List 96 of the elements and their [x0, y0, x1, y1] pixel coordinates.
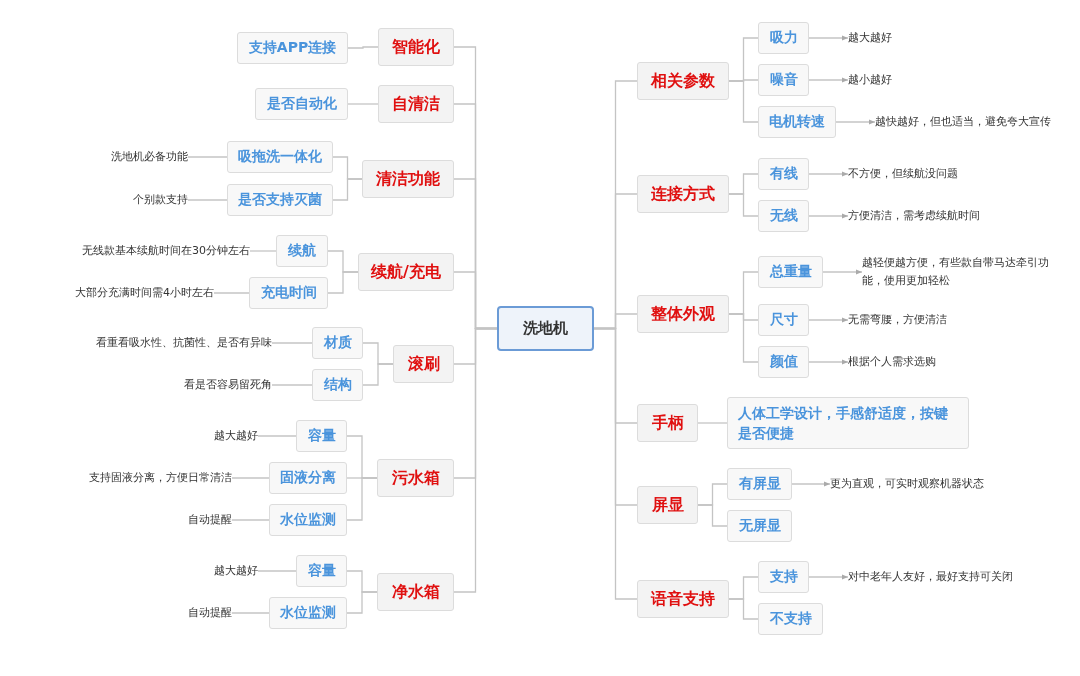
note-text: 看是否容易留死角 — [184, 377, 272, 393]
subtopic-box: 固液分离 — [269, 462, 347, 494]
connector-line — [187, 199, 228, 201]
subtopic-box: 有屏显 — [727, 468, 792, 500]
arrow — [808, 317, 849, 323]
note-text: 自动提醒 — [188, 605, 232, 621]
topic-box: 清洁功能 — [362, 160, 454, 198]
topic-box: 屏显 — [637, 486, 698, 524]
connector-line — [187, 156, 228, 158]
connector-line — [728, 193, 759, 217]
subtopic-box: 支持 — [758, 561, 809, 593]
connector-line — [213, 292, 250, 294]
note-text: 方便清洁，需考虑续航时间 — [848, 208, 980, 224]
topic-box: 滚刷 — [393, 345, 454, 383]
subtopic-box: 结构 — [312, 369, 363, 401]
connector-line — [231, 612, 270, 614]
connector-line — [231, 477, 270, 479]
subtopic-box: 无屏显 — [727, 510, 792, 542]
subtopic-box: 充电时间 — [249, 277, 328, 309]
subtopic-box: 是否支持灭菌 — [227, 184, 333, 216]
connector-line — [271, 384, 313, 386]
note-text: 不方便，但续航没问题 — [848, 166, 958, 182]
subtopic-box: 颜值 — [758, 346, 809, 378]
connector-line — [332, 178, 363, 201]
topic-box: 整体外观 — [637, 295, 729, 333]
subtopic-box: 续航 — [276, 235, 328, 267]
note-text: 自动提醒 — [188, 512, 232, 528]
topic-box: 连接方式 — [637, 175, 729, 213]
subtopic-box: 支持APP连接 — [237, 32, 348, 64]
subtopic-box: 是否自动化 — [255, 88, 348, 120]
topic-box: 净水箱 — [377, 573, 454, 611]
subtopic-box: 容量 — [296, 420, 347, 452]
connector-line — [346, 591, 378, 614]
topic-box: 污水箱 — [377, 459, 454, 497]
note-text: 无需弯腰，方便清洁 — [848, 312, 947, 328]
note-text: 越大越好 — [214, 563, 258, 579]
connector-line — [327, 271, 359, 294]
arrow — [808, 35, 849, 41]
topic-box: 语音支持 — [637, 580, 729, 618]
subtopic-box: 尺寸 — [758, 304, 809, 336]
subtopic-box: 吸拖洗一体化 — [227, 141, 333, 173]
subtopic-box: 吸力 — [758, 22, 809, 54]
note-text: 看重看吸水性、抗菌性、是否有异味 — [96, 335, 272, 351]
note-text: 越快越好，但也适当，避免夸大宣传 — [875, 114, 1051, 130]
connector-line — [697, 504, 728, 527]
subtopic-box: 无线 — [758, 200, 809, 232]
subtopic-box: 不支持 — [758, 603, 823, 635]
note-text: 对中老年人友好，最好支持可关闭 — [848, 569, 1013, 585]
note-text: 越大越好 — [848, 30, 892, 46]
topic-box: 手柄 — [637, 404, 698, 442]
connector-line — [697, 422, 728, 424]
note-text: 更为直观，可实时观察机器状态 — [830, 476, 984, 492]
arrow — [808, 171, 849, 177]
note-text: 洗地机必备功能 — [111, 149, 188, 165]
note-text: 越轻便越方便，有些款自带马达牵引功能，使用更加轻松 — [862, 254, 1067, 290]
arrow — [808, 359, 849, 365]
subtopic-box: 容量 — [296, 555, 347, 587]
subtopic-box: 总重量 — [758, 256, 823, 288]
connector-line — [593, 327, 638, 600]
note-text: 根据个人需求选购 — [848, 354, 936, 370]
arrow — [808, 77, 849, 83]
connector-line — [347, 103, 379, 105]
note-text: 大部分充满时间需4小时左右 — [75, 285, 214, 301]
subtopic-box: 电机转速 — [758, 106, 836, 138]
subtopic-box: 水位监测 — [269, 597, 347, 629]
connector-line — [346, 477, 378, 521]
subtopic-box: 水位监测 — [269, 504, 347, 536]
connector-line — [728, 80, 759, 123]
connector-line — [271, 342, 313, 344]
arrow — [791, 481, 831, 487]
note-text: 越大越好 — [214, 428, 258, 444]
note-text: 支持固液分离，方便日常清洁 — [89, 470, 232, 486]
subtopic-box: 人体工学设计，手感舒适度，按键是否便捷 — [727, 397, 969, 449]
note-text: 个别款支持 — [133, 192, 188, 208]
note-text: 无线款基本续航时间在30分钟左右 — [82, 243, 250, 259]
connector-line — [728, 598, 759, 620]
arrow — [808, 574, 849, 580]
connector-line — [249, 250, 277, 252]
connector-line — [347, 46, 379, 49]
topic-box: 自清洁 — [378, 85, 454, 123]
central-topic-box: 洗地机 — [497, 306, 594, 351]
arrow — [808, 213, 849, 219]
connector-line — [231, 519, 270, 521]
connector-line — [257, 570, 297, 572]
arrow — [822, 269, 863, 275]
connector-line — [257, 435, 297, 437]
subtopic-box: 材质 — [312, 327, 363, 359]
subtopic-box: 噪音 — [758, 64, 809, 96]
connector-line — [362, 363, 394, 386]
arrow — [835, 119, 876, 125]
connector-line — [728, 313, 759, 363]
topic-box: 续航/充电 — [358, 253, 454, 291]
note-text: 越小越好 — [848, 72, 892, 88]
topic-box: 智能化 — [378, 28, 454, 66]
topic-box: 相关参数 — [637, 62, 729, 100]
subtopic-box: 有线 — [758, 158, 809, 190]
